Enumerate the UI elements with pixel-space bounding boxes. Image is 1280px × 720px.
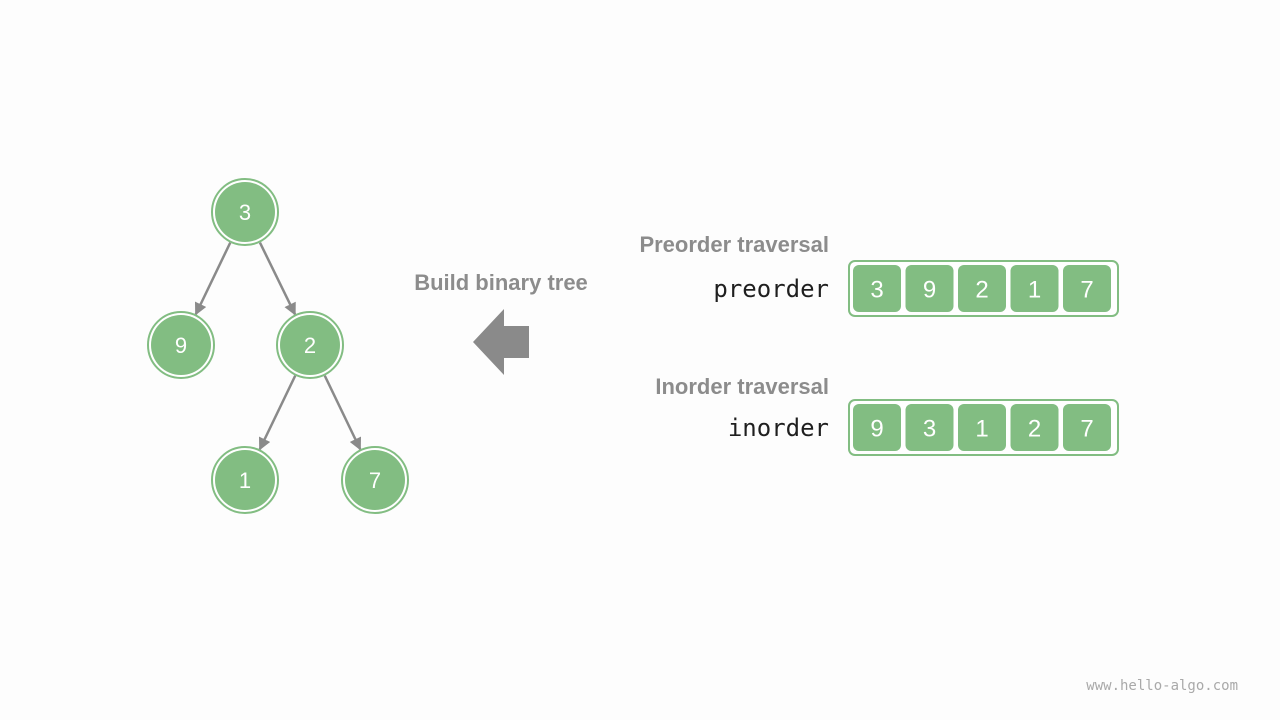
inorder-cell-value: 3 (923, 416, 936, 443)
tree-node-label: 2 (304, 333, 316, 358)
preorder-cell-value: 9 (923, 277, 936, 304)
inorder-cell-box (1063, 404, 1111, 451)
tree-nodes: 3 9 2 1 7 (147, 178, 409, 514)
inorder-cell-box (853, 404, 901, 451)
preorder-cell-box (1063, 265, 1111, 312)
preorder-cell-box (958, 265, 1006, 312)
preorder-cell-box (905, 265, 954, 312)
inorder-cell-box (1010, 404, 1059, 451)
left-arrow-icon (473, 309, 529, 375)
preorder-cell-value: 3 (870, 277, 883, 304)
inorder-cell-2: 1 (958, 404, 1006, 451)
preorder-cell-box (1010, 265, 1059, 312)
tree-edge-2-1 (258, 375, 297, 451)
tree-node-label: 1 (239, 468, 251, 493)
inorder-label: inorder (728, 414, 829, 442)
preorder-cell-value: 1 (1028, 277, 1041, 304)
inorder-cell-value: 2 (1028, 416, 1041, 443)
tree-edge-3-2 (258, 241, 297, 316)
preorder-title: Preorder traversal (639, 232, 829, 257)
tree-node-fill (215, 450, 275, 510)
watermark: www.hello-algo.com (1086, 678, 1238, 694)
preorder-label: preorder (713, 275, 829, 303)
inorder-cell-box (905, 404, 954, 451)
preorder-cell-box (853, 265, 901, 312)
inorder-cell-4: 7 (1063, 404, 1111, 451)
inorder-cell-1: 3 (905, 404, 954, 451)
preorder-cell-4: 7 (1063, 265, 1111, 312)
tree-node-2: 2 (276, 311, 344, 379)
preorder-cell-0: 3 (853, 265, 901, 312)
inorder-cell-box (958, 404, 1006, 451)
preorder-cell-3: 1 (1010, 265, 1059, 312)
tree-node-label: 3 (239, 200, 251, 225)
tree-node-1: 1 (211, 446, 279, 514)
tree-node-3: 3 (211, 178, 279, 246)
tree-edges (194, 241, 362, 451)
inorder-cell-value: 9 (870, 416, 883, 443)
preorder-cells: 3 9 2 1 7 (853, 265, 1111, 312)
tree-edge-3-9 (194, 242, 232, 316)
tree-node-fill (215, 182, 275, 242)
inorder-title: Inorder traversal (655, 374, 829, 399)
tree-node-label: 9 (175, 333, 187, 358)
tree-node-fill (345, 450, 405, 510)
inorder-cells: 9 3 1 2 7 (853, 404, 1111, 451)
preorder-cell-1: 9 (905, 265, 954, 312)
preorder-cell-2: 2 (958, 265, 1006, 312)
inorder-cell-value: 7 (1080, 416, 1093, 443)
preorder-cell-value: 2 (975, 277, 988, 304)
tree-node-9: 9 (147, 311, 215, 379)
tree-node-fill (280, 315, 340, 375)
tree-node-label: 7 (369, 468, 381, 493)
build-tree-label: Build binary tree (414, 270, 588, 295)
inorder-cell-3: 2 (1010, 404, 1059, 451)
inorder-cell-value: 1 (975, 416, 988, 443)
preorder-cell-value: 7 (1080, 277, 1093, 304)
tree-node-fill (151, 315, 211, 375)
tree-node-7: 7 (341, 446, 409, 514)
tree-edge-2-7 (323, 375, 362, 451)
inorder-cell-0: 9 (853, 404, 901, 451)
